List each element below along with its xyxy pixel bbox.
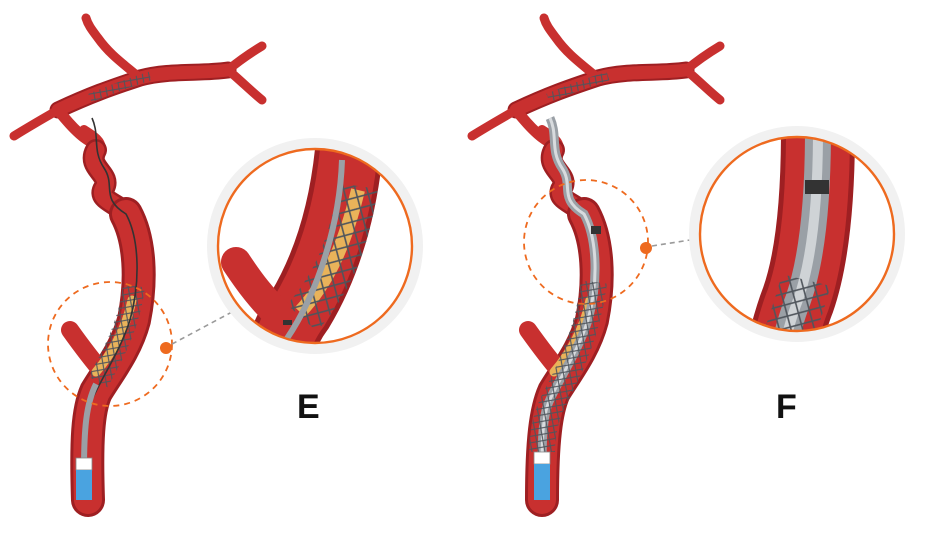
zoom-ring-f bbox=[698, 135, 896, 333]
catheter-marker-f bbox=[591, 226, 601, 234]
leader-line-f bbox=[651, 239, 691, 247]
stent-mesh-f bbox=[529, 280, 607, 453]
panel-label-e: E bbox=[297, 388, 320, 426]
stent-upper-mesh bbox=[88, 71, 152, 103]
vessel-upper-branches-f bbox=[467, 13, 725, 161]
callout-dot-f bbox=[640, 242, 652, 254]
stent-mesh bbox=[88, 284, 145, 388]
zoom-inset-f bbox=[689, 126, 905, 342]
vessel-upper-branches bbox=[9, 13, 267, 161]
callout-dot-e bbox=[160, 342, 172, 354]
panel-f-vessel bbox=[467, 13, 725, 517]
panel-e-vessel bbox=[9, 13, 267, 517]
catheter-sheath bbox=[76, 470, 92, 500]
callout-dashed-circle-f bbox=[523, 179, 649, 305]
leader-line-e bbox=[171, 311, 233, 345]
zoom-inset-e bbox=[207, 138, 423, 354]
panel-label-f: F bbox=[776, 388, 797, 426]
catheter-sheath-f bbox=[534, 464, 550, 500]
catheter-marker-zoom-f bbox=[805, 180, 829, 194]
zoom-ring-e bbox=[216, 147, 414, 345]
